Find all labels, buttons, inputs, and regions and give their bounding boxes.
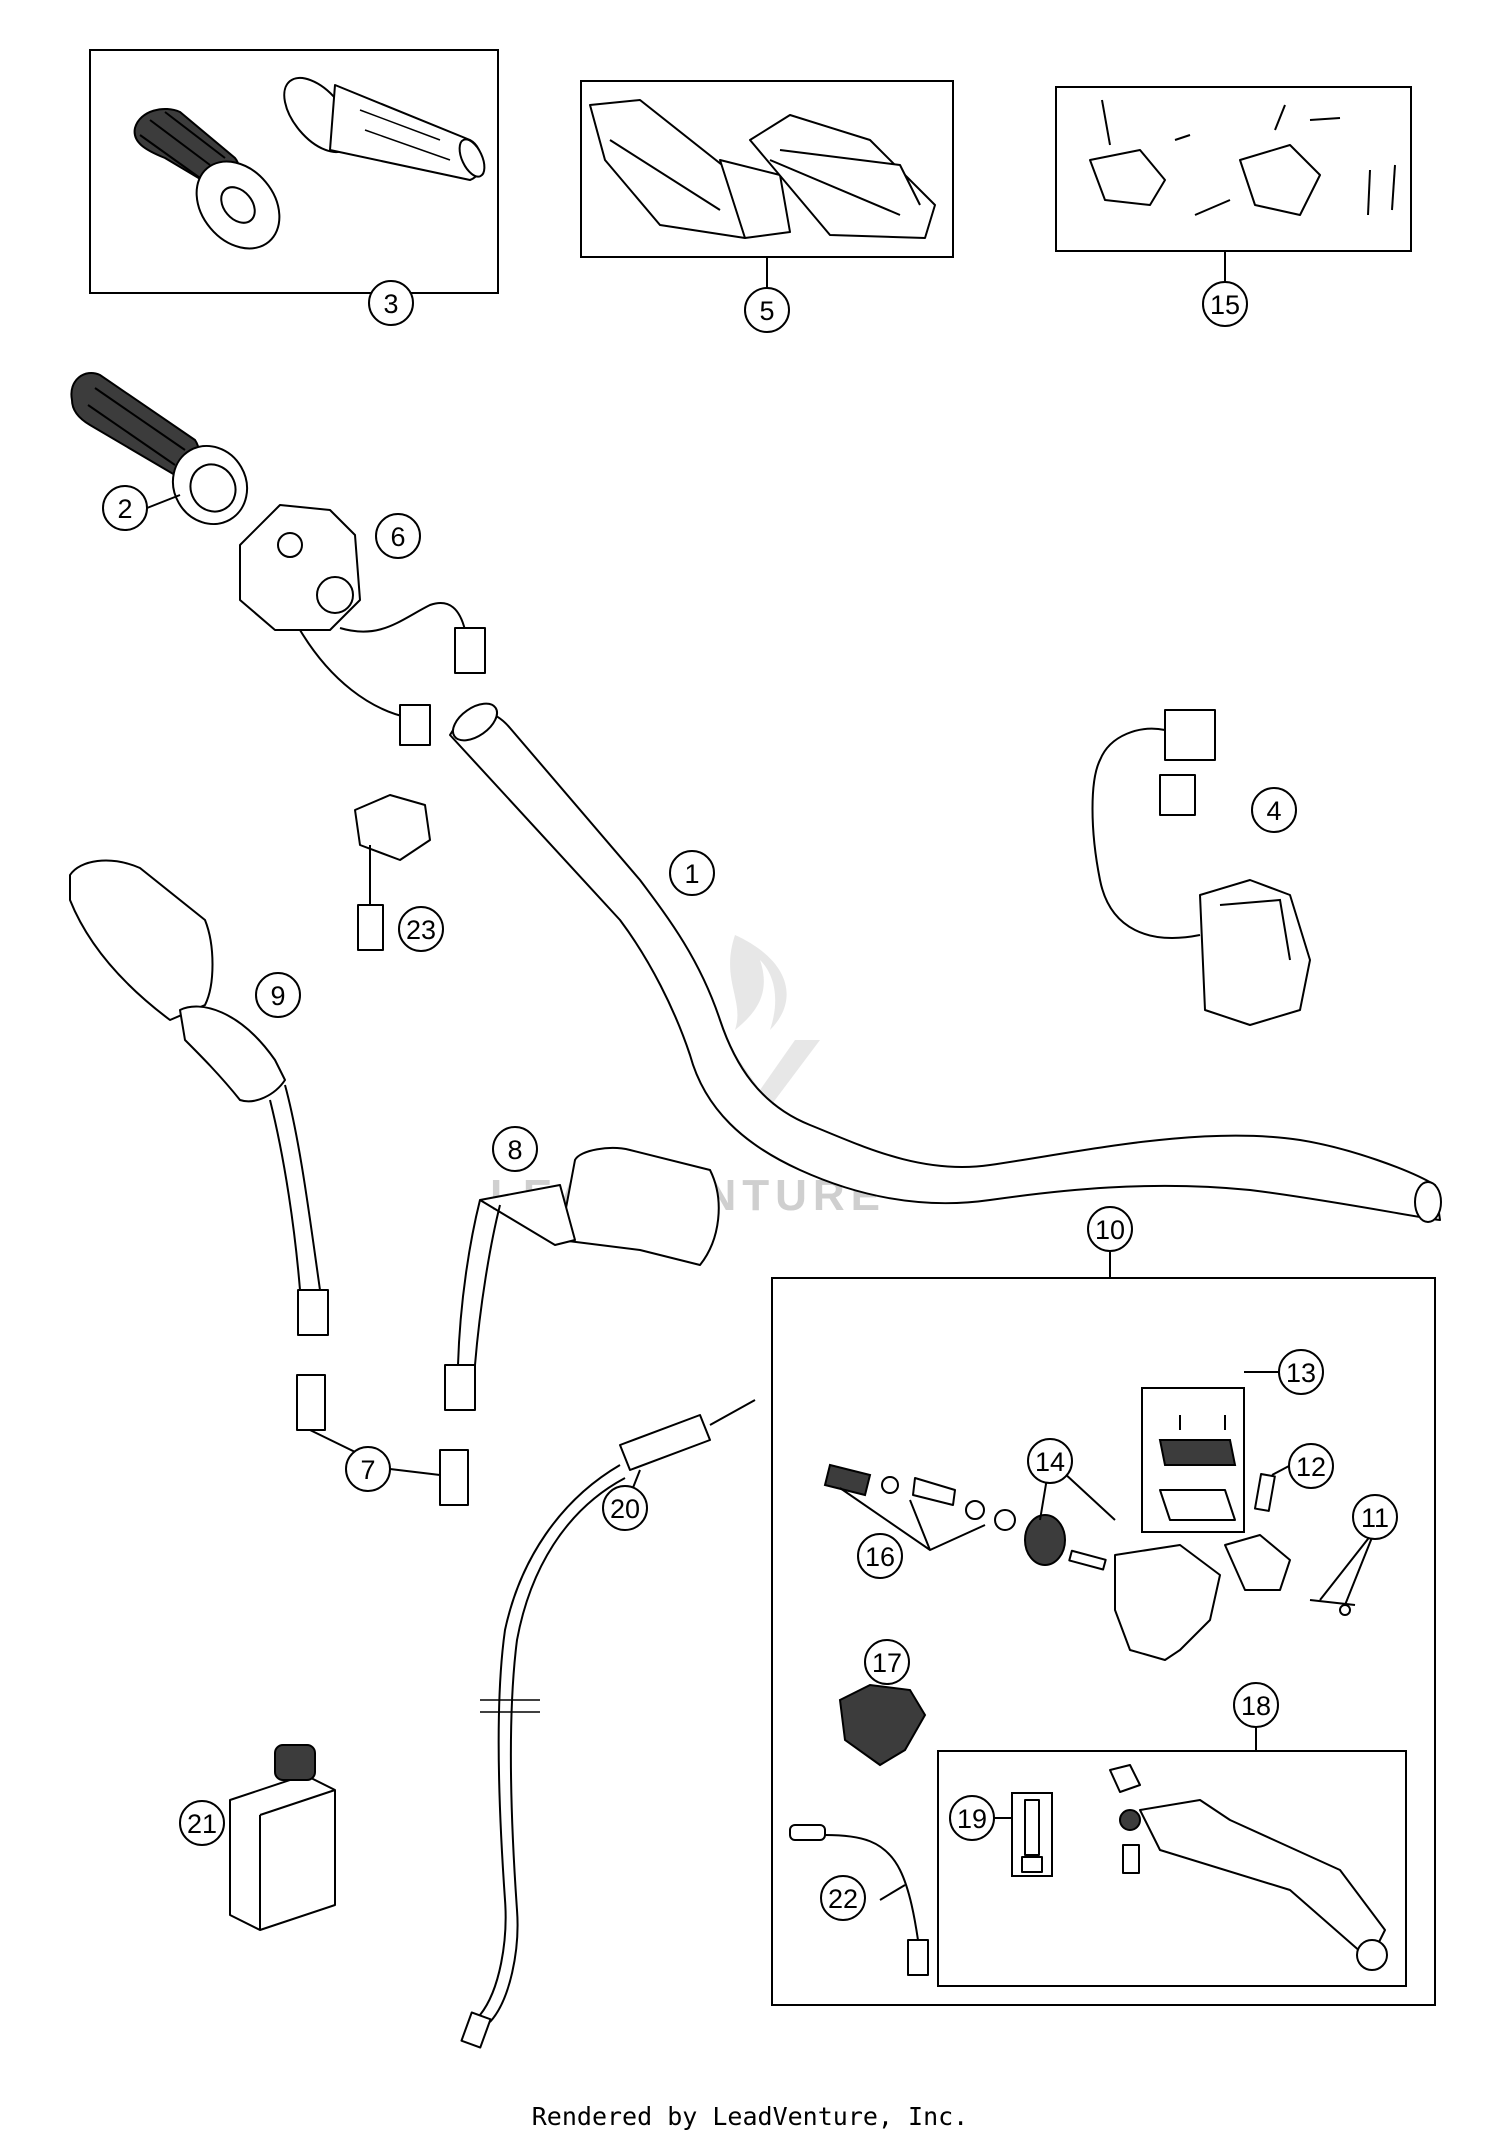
part-right-switch (1091, 709, 1311, 1026)
svg-text:6: 6 (390, 522, 405, 552)
part-fluid-can (229, 1744, 336, 1931)
part-master-cylinder (1114, 1534, 1356, 1661)
callout-19: 19 (949, 1795, 995, 1841)
svg-text:11: 11 (1361, 1503, 1389, 1533)
svg-text:16: 16 (865, 1542, 895, 1572)
callout-3: 3 (368, 280, 414, 326)
svg-text:3: 3 (383, 289, 398, 319)
svg-text:19: 19 (957, 1804, 987, 1834)
callout-23: 23 (398, 906, 444, 952)
part-kill-switch (354, 794, 431, 951)
part-mirror-adapters (296, 1374, 469, 1506)
svg-text:13: 13 (1286, 1358, 1316, 1388)
callout-5: 5 (744, 287, 790, 333)
svg-text:5: 5 (759, 296, 774, 326)
callout-14: 14 (1027, 1438, 1073, 1484)
svg-text:21: 21 (187, 1809, 217, 1839)
part-left-switch (239, 504, 486, 746)
group-box-master-cylinder (771, 1277, 1436, 2006)
group-box-pivot-bolt (1011, 1792, 1053, 1877)
svg-text:9: 9 (270, 981, 285, 1011)
part-clamp (838, 1683, 927, 1767)
callout-22: 22 (820, 1875, 866, 1921)
callout-18: 18 (1233, 1682, 1279, 1728)
svg-text:12: 12 (1296, 1452, 1326, 1482)
svg-text:17: 17 (872, 1648, 902, 1678)
svg-text:8: 8 (507, 1135, 522, 1165)
callout-13: 13 (1278, 1349, 1324, 1395)
callout-17: 17 (864, 1639, 910, 1685)
part-piston-kit (823, 1463, 1016, 1531)
svg-text:10: 10 (1095, 1215, 1125, 1245)
group-box-lever (937, 1750, 1407, 1987)
callout-20: 20 (602, 1485, 648, 1531)
group-box-hardware (1055, 86, 1412, 252)
part-handlebar (449, 702, 1442, 1223)
callout-21: 21 (179, 1800, 225, 1846)
footer-credit: Rendered by LeadVenture, Inc. (532, 2102, 969, 2131)
group-box-grips (89, 49, 499, 294)
svg-text:14: 14 (1035, 1447, 1065, 1477)
callout-2: 2 (102, 485, 148, 531)
part-mirror-left (69, 859, 329, 1336)
part-pivot-bolt (1021, 1799, 1043, 1873)
svg-text:18: 18 (1241, 1691, 1271, 1721)
part-grips-set (133, 76, 486, 250)
part-lever (1109, 1764, 1388, 1971)
part-hardware-kit (1089, 99, 1396, 216)
callout-15: 15 (1202, 281, 1248, 327)
callout-12: 12 (1288, 1443, 1334, 1489)
callout-10: 10 (1087, 1206, 1133, 1252)
part-handguards (589, 99, 936, 239)
leader-lines (146, 251, 1376, 1901)
part-clutch-switch (789, 1824, 929, 1976)
part-mirror-right (444, 1147, 720, 1411)
svg-text:22: 22 (828, 1884, 858, 1914)
svg-text:2: 2 (117, 494, 132, 524)
group-box-reservoir-cover (1141, 1387, 1245, 1533)
callout-6: 6 (375, 513, 421, 559)
callout-9: 9 (255, 972, 301, 1018)
svg-text:23: 23 (406, 915, 436, 945)
svg-text:1: 1 (684, 859, 699, 889)
svg-text:15: 15 (1210, 290, 1240, 320)
callout-4: 4 (1251, 787, 1297, 833)
part-screw-12 (1253, 1473, 1276, 1512)
callout-8: 8 (492, 1126, 538, 1172)
part-clutch-cable (460, 1399, 756, 2049)
callout-1: 1 (669, 850, 715, 896)
callout-16: 16 (857, 1533, 903, 1579)
part-boot-and-pin (1024, 1514, 1107, 1571)
part-throttle-grip (70, 372, 249, 526)
part-reservoir-cover (1158, 1415, 1237, 1521)
svg-text:7: 7 (360, 1455, 375, 1485)
svg-text:20: 20 (610, 1494, 640, 1524)
callout-11: 11 (1352, 1494, 1398, 1540)
svg-text:4: 4 (1266, 796, 1281, 826)
callout-7: 7 (345, 1446, 391, 1492)
